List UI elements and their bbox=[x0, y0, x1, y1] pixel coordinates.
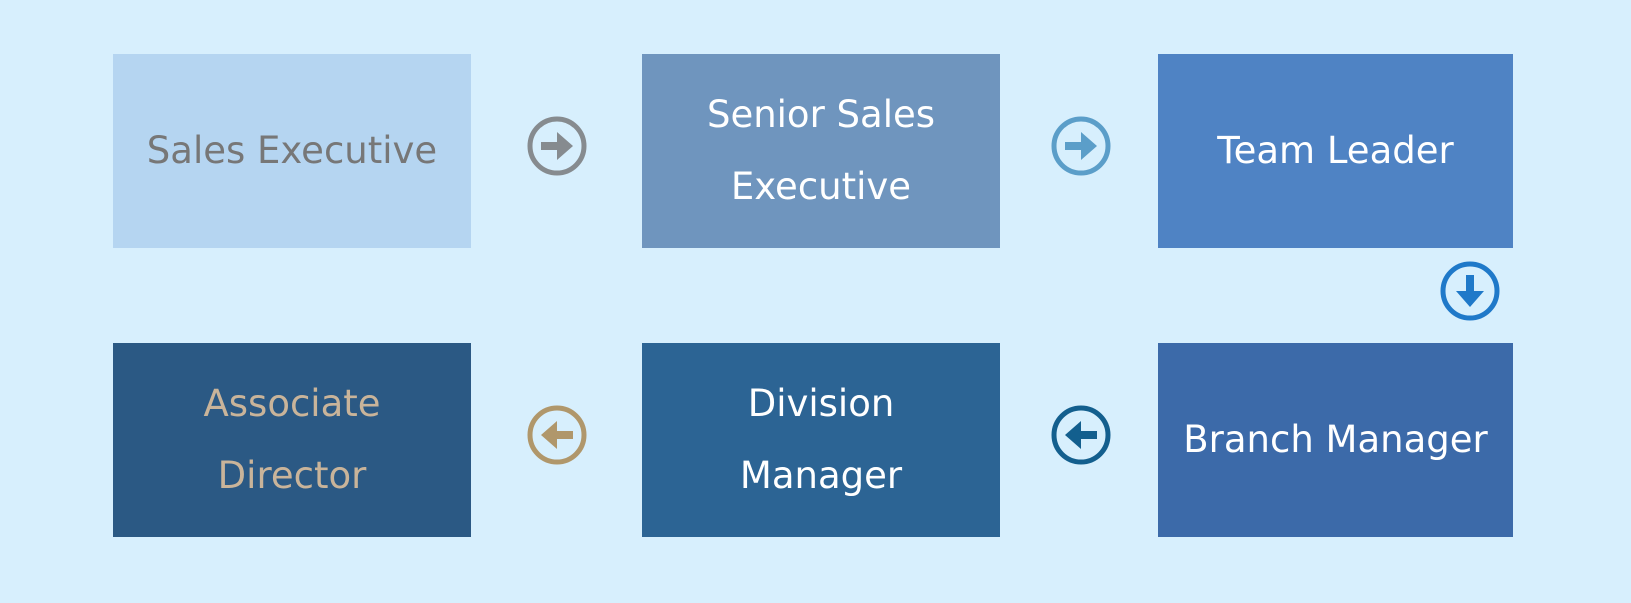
step-sales-executive: Sales Executive bbox=[113, 54, 471, 248]
step-label: Team Leader bbox=[1217, 129, 1454, 172]
step-label: Branch Manager bbox=[1183, 418, 1488, 461]
step-label: Sales Executive bbox=[146, 129, 438, 172]
step-senior-sales-executive: Senior Sales Executive bbox=[642, 54, 1000, 248]
step-branch-manager: Branch Manager bbox=[1158, 343, 1513, 537]
step-label: Division Manager bbox=[739, 382, 903, 497]
arrow-left-circle-icon bbox=[525, 403, 589, 467]
arrow-down-circle-icon bbox=[1438, 259, 1502, 323]
step-label: Senior Sales Executive bbox=[706, 93, 936, 208]
step-label: Associate Director bbox=[203, 382, 381, 497]
step-team-leader: Team Leader bbox=[1158, 54, 1513, 248]
arrow-right-circle-icon bbox=[1049, 114, 1113, 178]
arrow-left-circle-icon bbox=[1049, 403, 1113, 467]
step-division-manager: Division Manager bbox=[642, 343, 1000, 537]
arrow-right-circle-icon bbox=[525, 114, 589, 178]
step-associate-director: Associate Director bbox=[113, 343, 471, 537]
